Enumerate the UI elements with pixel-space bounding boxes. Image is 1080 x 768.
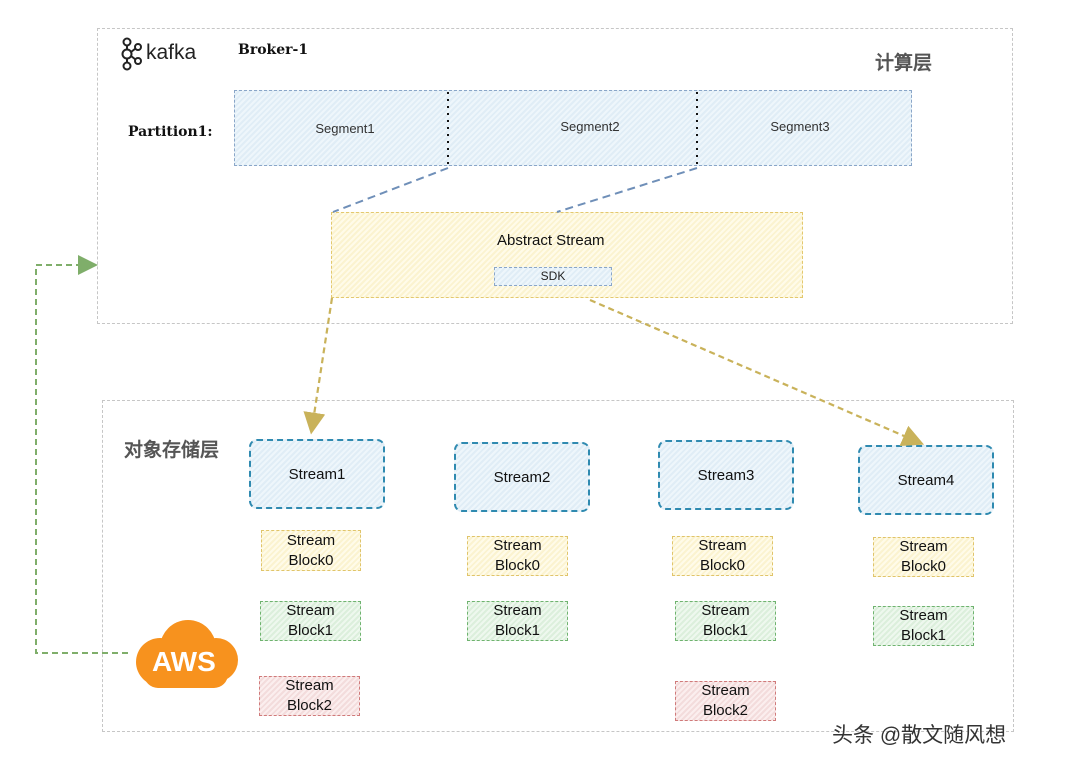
abstract-stream-title: Abstract Stream [497,232,605,249]
block-line2: Block2 [702,702,748,719]
block-line2: Block0 [900,558,946,575]
broker-label: Broker-1 [238,42,309,58]
block-line1: Stream [701,602,750,619]
segment-2: Segment2 [560,119,620,134]
block-line1: Stream [698,537,747,554]
stream-card-2: Stream2 [454,442,590,512]
block-line2: Block0 [494,557,540,574]
partition-segments [234,90,912,166]
stream-name: Stream3 [697,466,755,484]
kafka-logo-text: kafka [146,41,197,64]
aws-cloud-icon [136,620,238,688]
segment-1: Segment1 [315,121,375,136]
compute-layer-box [97,28,1013,324]
storage-layer-title: 对象存储层 [124,440,220,461]
stream-name: Stream2 [493,468,551,486]
sdk-box: SDK [494,267,612,286]
stream-card-3: Stream3 [658,440,794,510]
partition-label: Partition1: [128,124,213,140]
block-line1: Stream [701,682,750,699]
block-line2: Block0 [699,557,745,574]
compute-layer-title: 计算层 [875,53,933,74]
block-line2: Block1 [702,622,748,639]
aws-logo: AWS [130,618,242,690]
block-line1: Stream [285,677,334,694]
block-line1: Stream [286,531,336,549]
watermark: 头条 @散文随风想 [832,724,1007,747]
aws-logo-text: AWS [152,646,216,677]
block-line1: Stream [899,538,948,555]
stream-name: Stream4 [897,471,955,489]
sdk-label: SDK [540,269,566,283]
stream-name: Stream1 [288,465,346,483]
block-line2: Block1 [900,627,946,644]
stream-card-4: Stream4 [858,445,994,515]
block-line1: Stream [493,537,542,554]
block-line2: Block2 [286,697,332,714]
segment-3: Segment3 [770,119,830,134]
stream-card-1: Stream1 [249,439,385,509]
kafka-logo: kafka [118,36,208,72]
block-line2: Block0 [288,551,334,569]
block-line2: Block1 [287,622,333,639]
kafka-icon [121,37,142,71]
block-line1: Stream [493,602,542,619]
block-line2: Block1 [494,622,540,639]
block-line1: Stream [899,607,948,624]
block-line1: Stream [286,602,335,619]
